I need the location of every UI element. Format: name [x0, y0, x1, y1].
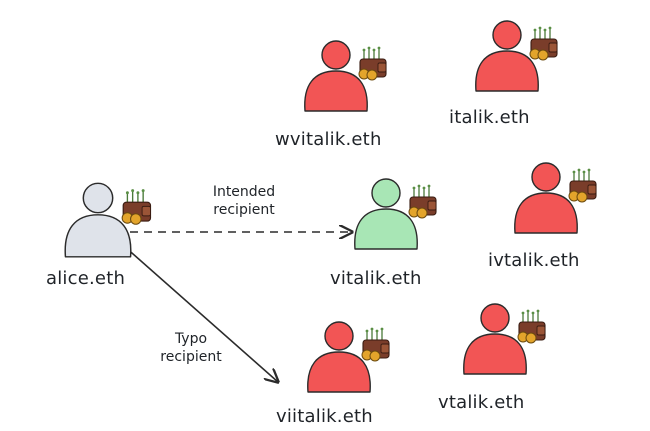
person-icon — [307, 321, 371, 393]
edge-label-typo: Typo recipient — [148, 330, 234, 366]
node-label-italik: italik.eth — [449, 107, 530, 128]
person-italik — [475, 20, 558, 92]
person-ivtalik — [514, 162, 597, 234]
person-alice — [64, 182, 152, 258]
node-label-wvitalik: wvitalik.eth — [275, 129, 382, 150]
node-label-vtalik: vtalik.eth — [438, 392, 525, 413]
wallet-icon — [361, 327, 390, 362]
person-icon — [354, 178, 418, 250]
node-label-viitalik: viitalik.eth — [276, 406, 373, 427]
wallet-icon — [121, 189, 152, 225]
wallet-icon — [408, 184, 437, 219]
edge-label-intended-line2: recipient — [213, 202, 275, 218]
typo-recipient-arrow — [123, 245, 278, 382]
edge-label-typo-line2: recipient — [160, 349, 222, 365]
node-label-alice: alice.eth — [46, 268, 126, 289]
wallet-icon — [358, 46, 387, 81]
people-group — [64, 20, 597, 393]
node-label-vitalik: vitalik.eth — [330, 268, 422, 289]
person-viitalik — [307, 321, 390, 393]
wallet-icon — [517, 309, 546, 344]
person-icon — [304, 40, 368, 112]
wallet-icon — [529, 26, 558, 61]
person-icon — [64, 182, 132, 258]
edge-label-intended-line1: Intended — [212, 184, 276, 200]
person-icon — [514, 162, 578, 234]
edge-label-typo-line1: Typo — [174, 331, 208, 347]
person-icon — [475, 20, 539, 92]
edge-label-intended: Intended recipient — [198, 183, 290, 219]
person-icon — [463, 303, 527, 375]
person-wvitalik — [304, 40, 387, 112]
node-label-ivtalik: ivtalik.eth — [488, 250, 580, 271]
person-vitalik — [354, 178, 437, 250]
wallet-icon — [568, 168, 597, 203]
person-vtalik — [463, 303, 546, 375]
